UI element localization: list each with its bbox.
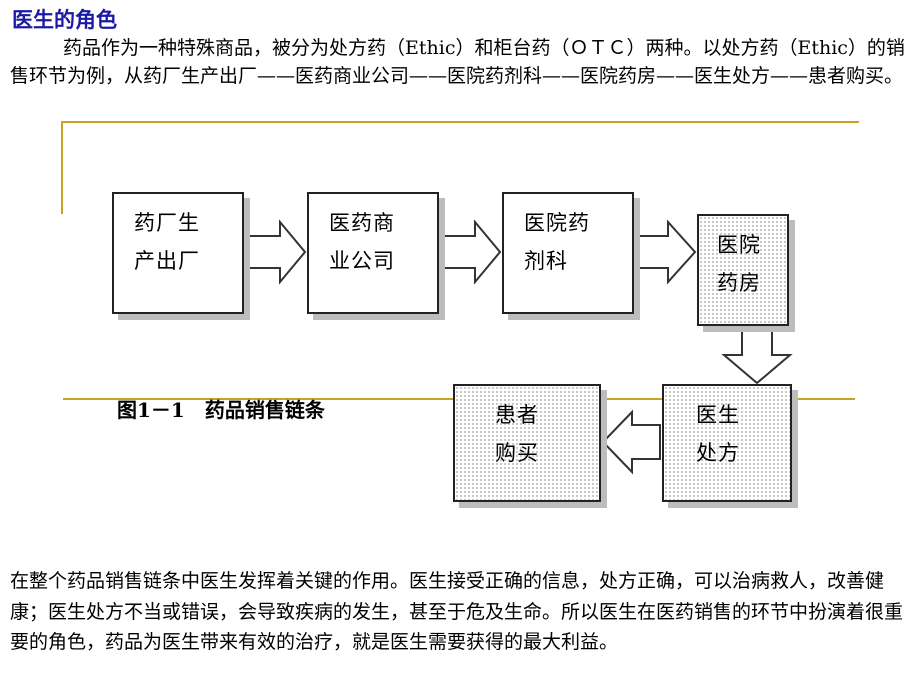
node-pharma-distributor: 医药商 业公司 [307, 192, 439, 314]
node-label-line1: 医院 [717, 233, 761, 257]
node-patient-purchase: 患者 购买 [453, 384, 601, 502]
node-label-line1: 药厂生 [134, 211, 200, 235]
node-hospital-pharmacy: 医院 药房 [697, 214, 789, 326]
node-label-line2: 处方 [696, 441, 740, 465]
accent-line-vertical [61, 121, 63, 214]
arrow-left [601, 409, 661, 475]
arrow-down [721, 326, 793, 385]
node-label-line2: 产出厂 [134, 249, 200, 273]
node-label-line1: 医院药 [524, 211, 590, 235]
node-label-line2: 购买 [495, 441, 539, 465]
node-label-line1: 医生 [696, 403, 740, 427]
node-label-line1: 医药商 [329, 211, 395, 235]
intro-paragraph: 药品作为一种特殊商品，被分为处方药（Ethic）和柜台药（ＯＴＣ）两种。以处方药… [10, 37, 905, 87]
node-label-line2: 业公司 [329, 249, 395, 273]
conclusion-paragraph: 在整个药品销售链条中医生发挥着关键的作用。医生接受正确的信息，处方正确，可以治病… [10, 570, 904, 653]
node-pharma-factory: 药厂生 产出厂 [112, 192, 244, 314]
figure-caption: 图1－1 药品销售链条 [117, 398, 325, 422]
node-label-line1: 患者 [495, 403, 539, 427]
arrow-right-3 [634, 219, 697, 285]
node-label-line2: 剂科 [524, 249, 568, 273]
node-label-line2: 药房 [717, 271, 761, 295]
node-doctor-prescription: 医生 处方 [662, 384, 792, 502]
accent-line-top [62, 121, 859, 123]
section-heading: 医生的角色 [12, 8, 117, 32]
arrow-right-2 [439, 219, 502, 285]
arrow-right-1 [244, 219, 307, 285]
node-hospital-pharmacy-dept: 医院药 剂科 [502, 192, 634, 314]
